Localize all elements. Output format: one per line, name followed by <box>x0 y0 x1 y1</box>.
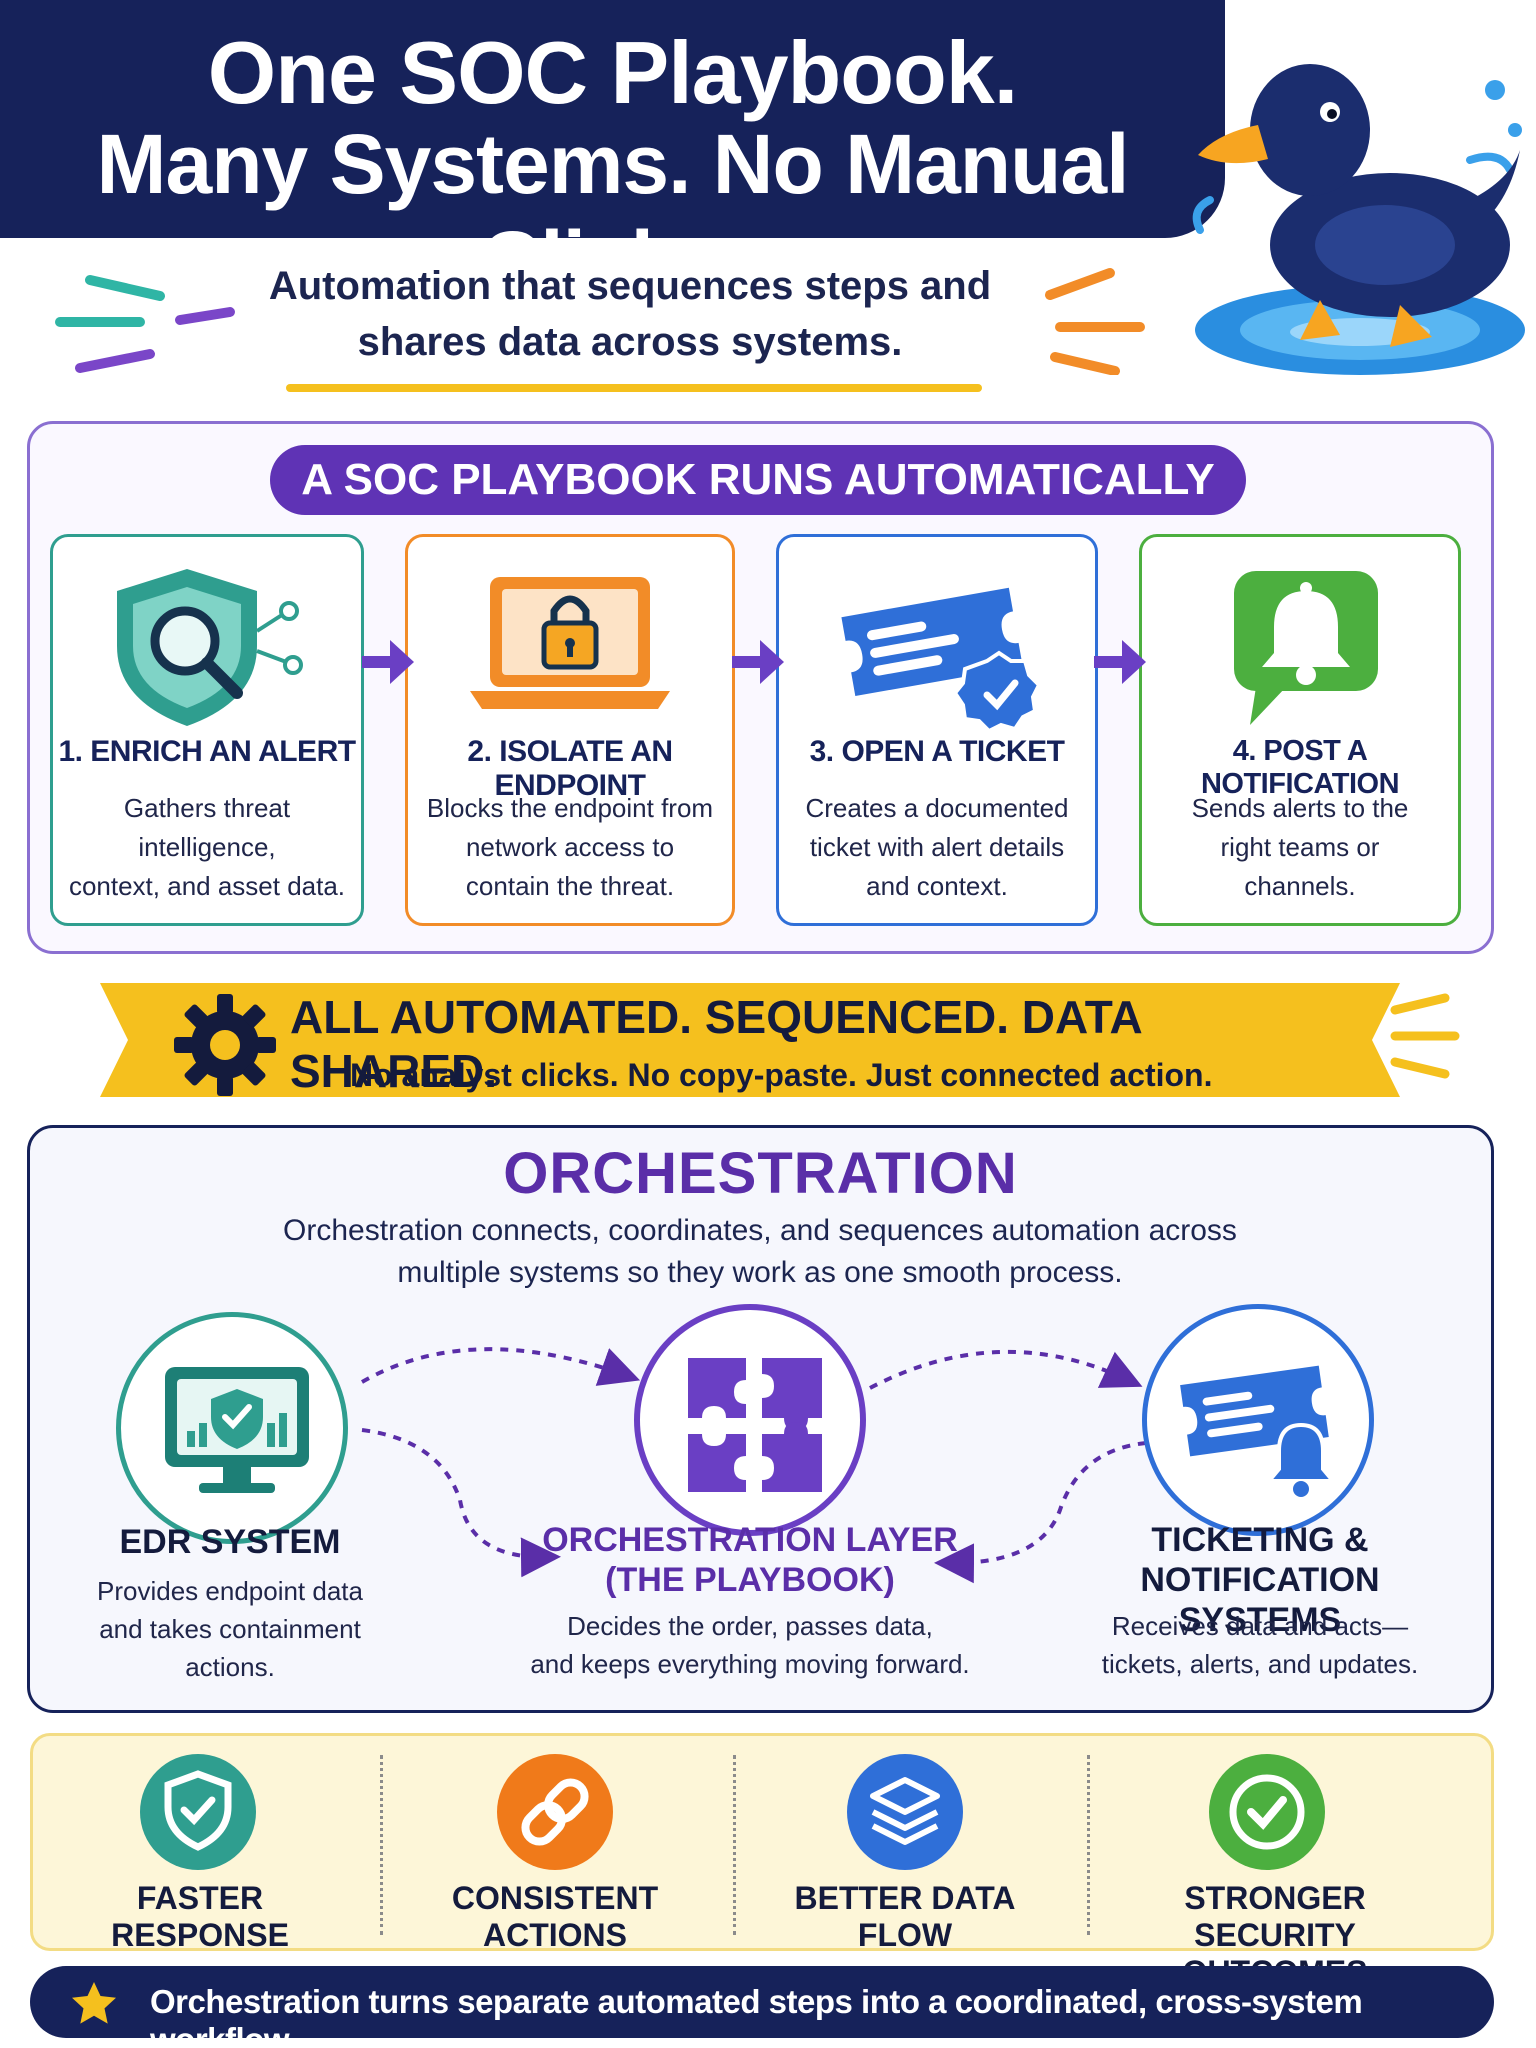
star-icon <box>72 1982 116 2024</box>
automation-banner <box>100 983 1400 1097</box>
step-card-enrich: 1. ENRICH AN ALERT Gathers threat intell… <box>50 534 364 926</box>
subtitle: Automation that sequences steps and shar… <box>180 258 1080 370</box>
divider <box>1087 1755 1090 1935</box>
benefit-label-consistent-actions: CONSISTENT ACTIONS <box>451 1880 659 1953</box>
step-description: Gathers threat intelligence, context, an… <box>68 793 346 901</box>
ticketing-node-circle <box>1142 1304 1374 1536</box>
footer-banner <box>30 1966 1494 2038</box>
arrow-right-icon <box>1094 640 1146 684</box>
orchestration-title: ORCHESTRATION <box>503 1141 1018 1206</box>
link-icon <box>497 1754 613 1870</box>
ticketing-node-description: Receives data and acts— tickets, alerts,… <box>1101 1611 1419 1679</box>
step-description: Creates a documented ticket with alert d… <box>805 793 1069 901</box>
decorative-strokes-right <box>1045 268 1145 375</box>
edr-node-description: Provides endpoint data and takes contain… <box>97 1576 363 1682</box>
edr-node-circle <box>116 1312 348 1544</box>
hero-banner <box>0 0 1225 238</box>
laptop-lock-icon <box>470 577 670 709</box>
subtitle-line1: Automation that sequences steps and <box>268 264 992 308</box>
step-description: Blocks the endpoint from network access … <box>426 793 714 901</box>
shield-check-icon <box>140 1754 256 1870</box>
decorative-strokes-banner <box>1390 993 1460 1079</box>
bell-chat-icon <box>1234 571 1378 725</box>
subtitle-underline <box>286 384 982 392</box>
step-title: 2. ISOLATE AN ENDPOINT <box>467 735 673 802</box>
footer-text: Orchestration turns separate automated s… <box>150 1983 1363 2048</box>
ticket-bell-icon <box>1180 1365 1338 1497</box>
decorative-strokes-left <box>55 275 235 373</box>
arrow-right-icon <box>732 640 784 684</box>
step-description: Sends alerts to the right teams or chann… <box>1191 793 1409 901</box>
duck-mascot-icon <box>1192 64 1525 375</box>
puzzle-icon <box>688 1358 822 1492</box>
ticketing-node-title: TICKETING & NOTIFICATION SYSTEMS <box>1140 1521 1380 1639</box>
step-card-notify: 4. POST A NOTIFICATION Sends alerts to t… <box>1139 534 1461 926</box>
benefit-label-faster-response: FASTER RESPONSE <box>111 1880 289 1953</box>
arrow-right-icon <box>362 640 414 684</box>
gear-icon <box>174 994 276 1096</box>
monitor-shield-icon <box>165 1367 309 1493</box>
benefit-label-better-data-flow: BETTER DATA FLOW <box>794 1880 1016 1953</box>
banner-subtitle: No analyst clicks. No copy-paste. Just c… <box>350 1057 1213 1093</box>
layers-icon <box>847 1754 963 1870</box>
step-title: 4. POST A NOTIFICATION <box>1200 735 1400 800</box>
hero-title-line2: Many Systems. No Manual Clicks. <box>96 117 1130 308</box>
shield-search-icon <box>117 569 303 726</box>
step-card-isolate: 2. ISOLATE AN ENDPOINT Blocks the endpoi… <box>405 534 735 926</box>
hero-title-line1: One SOC Playbook. <box>207 23 1018 122</box>
check-circle-icon <box>1209 1754 1325 1870</box>
orchestration-node-title: ORCHESTRATION LAYER (THE PLAYBOOK) <box>542 1521 958 1599</box>
divider <box>733 1755 736 1935</box>
orchestration-node-description: Decides the order, passes data, and keep… <box>530 1611 970 1679</box>
divider <box>380 1755 383 1935</box>
orchestration-description: Orchestration connects, coordinates, and… <box>283 1214 1237 1289</box>
flow-connectors <box>361 1347 1147 1584</box>
orchestration-node-circle <box>634 1304 866 1536</box>
ticket-check-icon <box>841 587 1042 731</box>
edr-node-title: EDR SYSTEM <box>119 1523 341 1561</box>
banner-title: ALL AUTOMATED. SEQUENCED. DATA SHARED. <box>290 991 1141 1097</box>
step-card-ticket: 3. OPEN A TICKET Creates a documented ti… <box>776 534 1098 926</box>
playbook-heading: A SOC PLAYBOOK RUNS AUTOMATICALLY <box>270 445 1246 515</box>
step-title: 1. ENRICH AN ALERT <box>58 735 356 768</box>
subtitle-line2: shares data across systems. <box>357 320 903 364</box>
step-title: 3. OPEN A TICKET <box>809 735 1065 768</box>
